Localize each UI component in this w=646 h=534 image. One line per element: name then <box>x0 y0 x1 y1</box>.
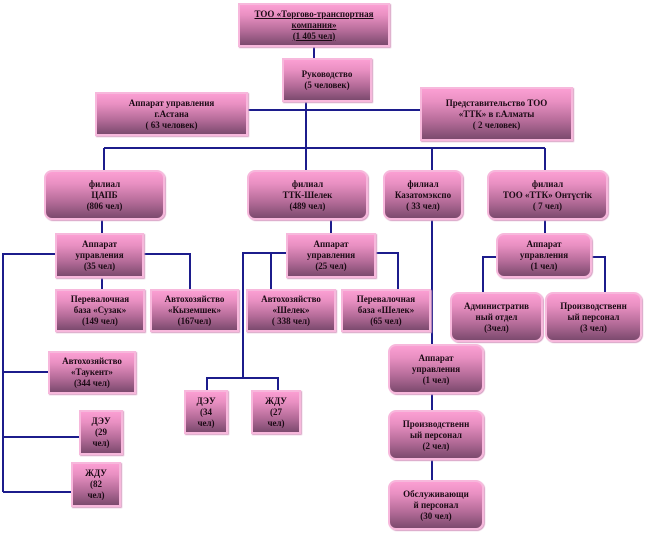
node-susak: Перевалочная база «Сузак» (149 чел) <box>55 289 145 332</box>
node-kazatom-admin: Аппарат управления (1 чел) <box>388 344 484 394</box>
node-shelek-admin: Аппарат управления (25 чел) <box>286 233 376 278</box>
node-company: ТОО «Торгово-транспортная компания» (1 4… <box>238 3 390 47</box>
node-shelek-auto: Автохозяйство «Шелек» ( 338 чел) <box>246 289 336 332</box>
node-branch-shelek: филиал ТТК-Шелек (489 чел) <box>247 170 368 220</box>
node-oktustik-office: Административ ный отдел (3чел) <box>450 292 543 342</box>
node-kazatom-service: Обслуживающи й персонал (30 чел) <box>388 480 484 530</box>
node-cape-admin: Аппарат управления (35 чел) <box>55 233 144 278</box>
node-cape-deu: ДЭУ (29 чел) <box>79 410 123 455</box>
node-branch-oktustik: филиал ТОО «ТТК» Онтүстік ( 7 чел) <box>487 170 608 220</box>
node-taukent: Автохозяйство «Таукент» (344 чел) <box>48 351 136 394</box>
node-astana: Аппарат управления г.Астана ( 63 человек… <box>95 92 248 136</box>
node-kyzemshek: Автохозяйство «Кыземшек» (167чел) <box>150 289 239 332</box>
node-shelek-base: Перевалочная база «Шелек» (65 чел) <box>341 289 431 332</box>
node-kazatom-production: Производственн ый персонал (2 чел) <box>388 410 484 460</box>
node-branch-cape: филиал ЦАПБ (806 чел) <box>44 170 165 220</box>
node-management: Руководство (5 человек) <box>282 58 372 102</box>
node-shelek-deu: ДЭУ (34 чел) <box>184 390 228 434</box>
node-cape-zhdu: ЖДУ (82 чел) <box>71 462 121 507</box>
node-oktustik-admin: Аппарат управления (1 чел) <box>496 233 592 278</box>
node-oktustik-production: Производственн ый персонал (3 чел) <box>545 292 642 342</box>
node-almaty: Представительство ТОО «ТТК» в г.Алматы (… <box>420 87 573 141</box>
node-branch-kazatom: филиал Казатомэкспо ( 33 чел) <box>383 170 463 220</box>
node-shelek-zhdu: ЖДУ (27 чел) <box>251 390 301 434</box>
